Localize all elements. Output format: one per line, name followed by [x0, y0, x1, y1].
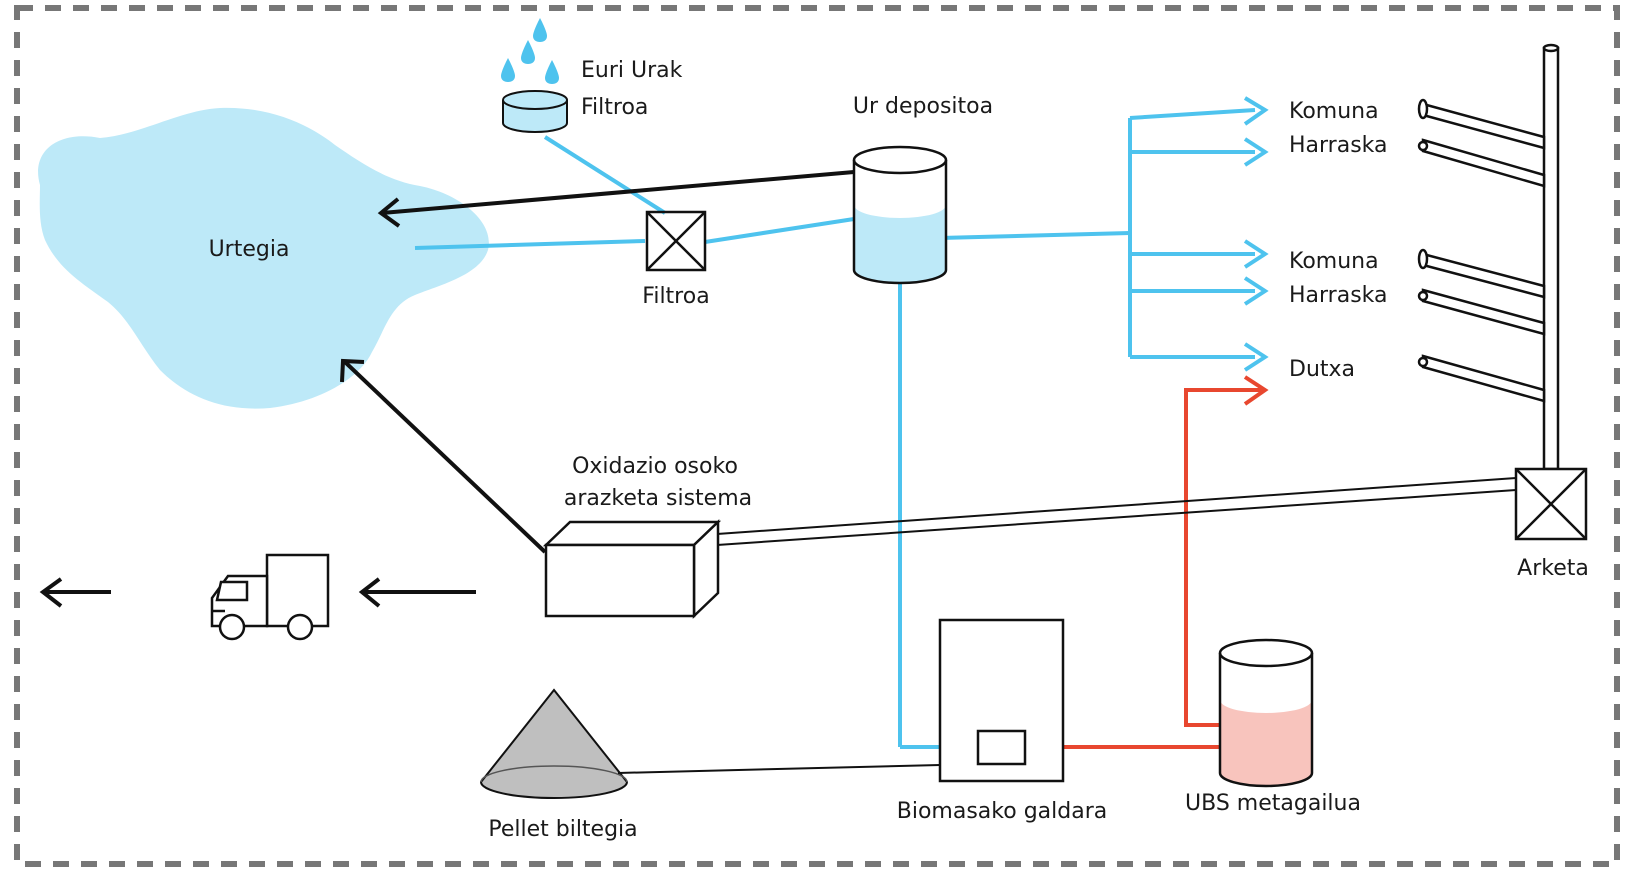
cold-water-pipes	[414, 108, 1256, 749]
hot-water-accumulator	[1218, 638, 1314, 788]
label-manhole: Arketa	[1517, 556, 1589, 581]
pellet-feed-line	[617, 764, 941, 774]
manhole-box-icon	[1514, 467, 1588, 541]
label-accumulator: UBS metagailua	[1185, 791, 1361, 816]
label-toilet-2: Komuna	[1289, 249, 1379, 274]
label-rain-1: Euri Urak	[581, 58, 683, 83]
boiler-box	[938, 618, 1065, 783]
truck-icon	[210, 553, 330, 641]
rain-drops-icon	[501, 18, 559, 84]
label-rain-2: Filtroa	[581, 95, 648, 120]
dashed-frame	[14, 5, 1620, 867]
water-tank	[852, 145, 948, 285]
waste-pipe	[716, 477, 1517, 546]
hot-water-pipes	[1063, 375, 1269, 749]
label-reservoir: Urtegia	[209, 237, 290, 262]
label-toilet-1: Komuna	[1289, 99, 1379, 124]
drain-stack	[1417, 43, 1560, 471]
rain-filter-icon	[502, 90, 568, 133]
filter-box-icon	[645, 210, 707, 272]
label-filter: Filtroa	[642, 284, 709, 309]
treatment-box	[542, 519, 722, 619]
label-treatment-2: arazketa sistema	[564, 486, 752, 511]
label-pellet: Pellet biltegia	[488, 817, 637, 842]
label-sink-2: Harraska	[1289, 283, 1388, 308]
reservoir-shape	[38, 107, 489, 409]
label-tank: Ur depositoa	[853, 94, 993, 119]
cold-arrowheads	[1243, 96, 1269, 372]
label-sink-1: Harraska	[1289, 133, 1388, 158]
pellet-cone	[479, 688, 629, 799]
label-shower: Dutxa	[1289, 357, 1355, 382]
label-boiler: Biomasako galdara	[897, 799, 1107, 824]
label-treatment-1: Oxidazio osoko	[572, 454, 738, 479]
return-flow-lines	[39, 170, 855, 608]
